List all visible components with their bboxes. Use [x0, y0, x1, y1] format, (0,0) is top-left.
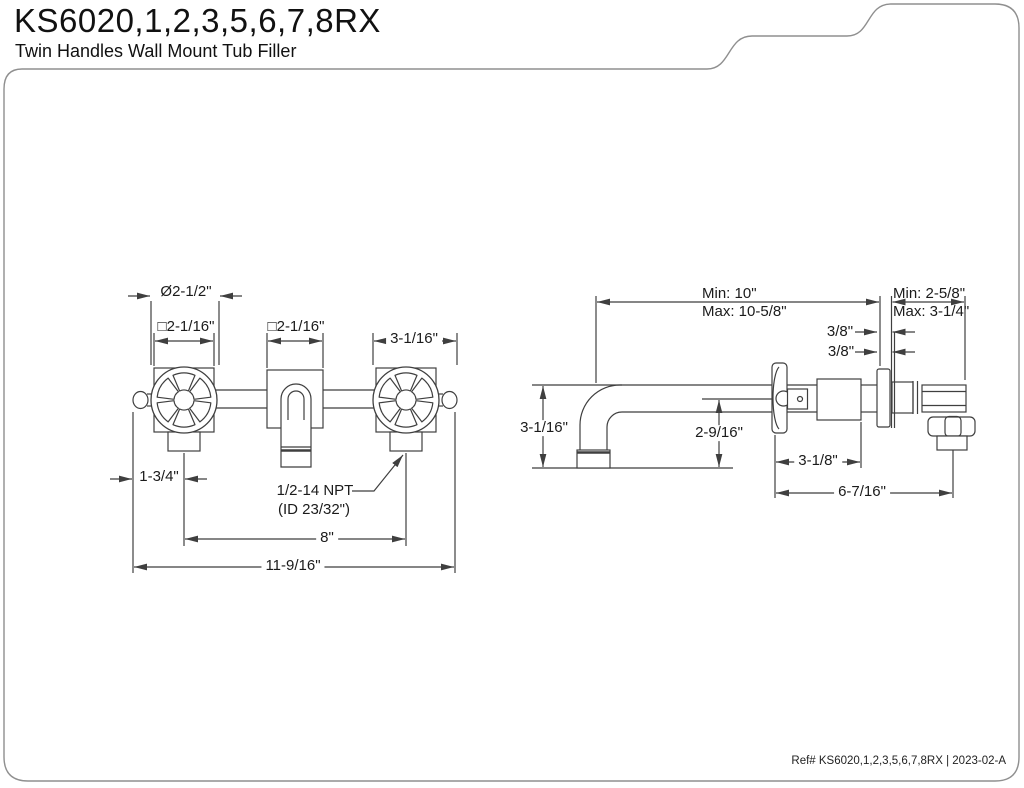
- inlet-fitting: [891, 381, 914, 414]
- left-shank: [167, 431, 201, 452]
- dim-spout-height: 3-1/16": [516, 420, 572, 436]
- dim-end-offset: 1-3/4": [139, 468, 179, 486]
- dim-reach-min: Min: 10": [702, 285, 757, 303]
- dim-handle-diameter: Ø2-1/2": [160, 283, 212, 301]
- tailpiece: [936, 435, 968, 451]
- side-view: [532, 296, 976, 498]
- dim-thread-spec-line2: (ID 23/32"): [277, 501, 351, 519]
- valve-body: [816, 378, 862, 421]
- front-spout: [280, 383, 312, 468]
- dim-plate-b: 3/8": [827, 343, 855, 361]
- dim-handle-spacing: 8": [316, 530, 338, 546]
- dim-left-square: □2-1/16": [157, 318, 215, 336]
- dim-center-square: □2-1/16": [267, 318, 325, 336]
- dim-thread-spec-line1: 1/2-14 NPT: [276, 482, 354, 500]
- dim-depth-max: Max: 3-1/4": [893, 303, 970, 321]
- check-valve-body: [921, 384, 967, 413]
- page-border: [3, 3, 1020, 782]
- right-knob: [441, 390, 458, 410]
- spout-tip: [576, 449, 611, 469]
- dim-valve-depth: 3-1/8": [794, 453, 842, 469]
- dim-depth-min: Min: 2-5/8": [893, 285, 966, 303]
- right-shank: [389, 431, 423, 452]
- dim-total-depth: 6-7/16": [834, 484, 890, 500]
- dim-overall-width: 11-9/16": [261, 558, 325, 574]
- hex-nut: [927, 416, 976, 437]
- reference-number: Ref# KS6020,1,2,3,5,6,7,8RX | 2023-02-A: [791, 755, 1006, 767]
- left-knob: [132, 390, 149, 410]
- dim-handle-width: 3-1/16": [386, 331, 442, 347]
- wall-plate: [876, 368, 891, 428]
- page-title: KS6020,1,2,3,5,6,7,8RX: [14, 2, 381, 39]
- page-subtitle: Twin Handles Wall Mount Tub Filler: [15, 41, 297, 61]
- dim-reach-max: Max: 10-5/8": [702, 303, 787, 321]
- side-spout: [579, 384, 773, 450]
- dim-plate-a: 3/8": [826, 323, 854, 341]
- dim-outlet-drop: 2-9/16": [691, 425, 747, 441]
